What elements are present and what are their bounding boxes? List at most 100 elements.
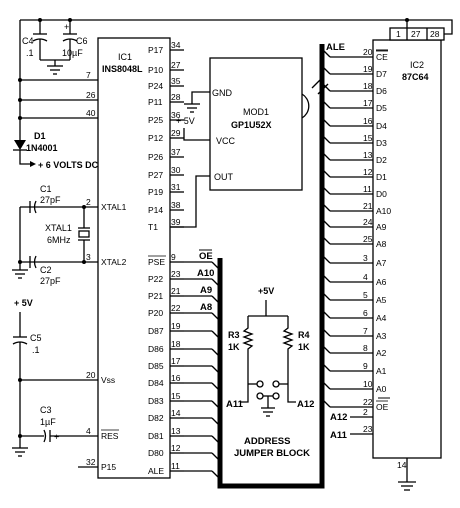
- bus-label-a11: A11: [330, 430, 348, 441]
- ic1-pin-num: 35: [171, 76, 181, 86]
- reset-section: + 5V C5 .1 + C3 1µF: [12, 298, 98, 468]
- c4-value: .1: [26, 48, 34, 58]
- ic1-pin-label: P21: [148, 291, 163, 301]
- bus-entry: [323, 400, 331, 408]
- ic1-pin-label: P19: [148, 187, 163, 197]
- ic1-pin-label: D87: [148, 326, 164, 336]
- bus-entry: [211, 400, 219, 408]
- bus: ALE OE A10 A9 A8 A12 A11: [197, 42, 390, 489]
- ic1-pin-num: 38: [171, 200, 181, 210]
- bus-entry: [211, 382, 219, 390]
- c1-value: 27pF: [40, 195, 61, 205]
- xtal-value: 6MHz: [47, 235, 71, 245]
- jumper-block: +5V R3 1K R4 1K A11 A12 ADDRESS JUMPER B…: [226, 286, 314, 459]
- bus-entry: [323, 364, 331, 372]
- bus-label-ale: ALE: [326, 42, 345, 53]
- c5-value: .1: [32, 345, 40, 355]
- ic1-pin-num: 13: [171, 426, 181, 436]
- left-supply-label: + 5V: [14, 298, 33, 308]
- ic2-pin-num: 8: [363, 343, 368, 353]
- ic2-pin-label: D2: [376, 155, 387, 165]
- jumper-a12-label: A12: [297, 399, 314, 410]
- ic2-pin-num: 4: [363, 272, 368, 282]
- ic2-pin-num: 13: [363, 150, 373, 160]
- c6-ref: C6: [76, 36, 88, 46]
- ic2-pin-label: D1: [376, 172, 387, 182]
- ic1-pin-num: 37: [171, 147, 181, 157]
- ic2-pin-label: D6: [376, 86, 387, 96]
- ic1-pin-num: 27: [171, 60, 181, 70]
- c3-ref: C3: [40, 405, 52, 415]
- ic2-pin-label: A3: [376, 331, 387, 341]
- ic1-pin-label: D83: [148, 396, 164, 406]
- ic1-pin-num: 7: [86, 70, 91, 80]
- xtal-ref: XTAL1: [45, 223, 72, 233]
- clock-section: C1 27pF C2 27pF XTAL1 6MHz: [12, 184, 98, 286]
- ic1-pin-label: D86: [148, 344, 164, 354]
- ic2-pin-num: 21: [363, 201, 373, 211]
- c4-ref: C4: [22, 36, 34, 46]
- d1-part: 1N4001: [26, 143, 58, 153]
- ic1-pin-label: D80: [148, 448, 164, 458]
- ic2-pin-num: 5: [363, 290, 368, 300]
- ic2-pin-label: A7: [376, 258, 387, 268]
- ic2-pin-label: D4: [376, 121, 387, 131]
- mod1-ref: MOD1: [243, 107, 269, 117]
- bus-entry: [323, 346, 331, 354]
- ic2-pin-label: D3: [376, 138, 387, 148]
- ic1-pin-label: D84: [148, 378, 164, 388]
- bus-label-a8: A8: [200, 302, 212, 313]
- ic2-pin-label: A2: [376, 348, 387, 358]
- ic2-pin-num: 20: [363, 47, 373, 57]
- ic1-pin-num: 9: [171, 252, 176, 262]
- ic1-pin-label: XTAL2: [101, 257, 127, 267]
- ic1-pin-label: T1: [148, 222, 158, 232]
- ic1-pin-label: Vss: [101, 375, 115, 385]
- ic2-pin-label: CE: [376, 52, 388, 62]
- ic2-pin-label: D7: [376, 69, 387, 79]
- bus-entry: [211, 435, 219, 443]
- ic1-pin-num: 14: [171, 408, 181, 418]
- ic2-pin-label: D5: [376, 103, 387, 113]
- bus-entry: [323, 311, 331, 319]
- ic1-pin-label: P20: [148, 308, 163, 318]
- ic1-pin-num: 20: [86, 370, 96, 380]
- bus-entry: [323, 170, 331, 178]
- ic1-pin-num: 30: [171, 165, 181, 175]
- ic2-pin-label: OE: [376, 402, 389, 412]
- ic2-pin-num: 7: [363, 326, 368, 336]
- svg-text:+: +: [64, 22, 69, 32]
- ic2-pin-label: A8: [376, 239, 387, 249]
- bus-entry: [323, 382, 331, 390]
- ic1-pin-num: 2: [86, 197, 91, 207]
- bus-entry: [211, 278, 219, 286]
- ic1-pin-num: 34: [171, 40, 181, 50]
- bus-entry: [211, 417, 219, 425]
- ic1-pin-label: PSE: [148, 257, 165, 267]
- ic2-part: 87C64: [402, 72, 429, 82]
- ic2-pin-label: A10: [376, 206, 391, 216]
- ic2-pin-num: 16: [363, 116, 373, 126]
- ic1-pin-label: P22: [148, 274, 163, 284]
- bus-entry: [323, 153, 331, 161]
- ic1-pin-label: XTAL1: [101, 202, 127, 212]
- ic1-pin-label: RES: [101, 431, 119, 441]
- ic1-pin-label: P26: [148, 152, 163, 162]
- ic2-pin-num: 22: [363, 397, 373, 407]
- ic1-pin-num: 3: [86, 252, 91, 262]
- ic1-pin-label: ALE: [148, 466, 164, 476]
- ic1-pin-num: 22: [171, 303, 181, 313]
- ic2-pin-label: A5: [376, 295, 387, 305]
- jumper-supply-label: +5V: [258, 286, 274, 296]
- ic1-right-pins: 34P1727P1035P2428P1136P2529P1237P2630P27…: [148, 40, 219, 478]
- r3-value: 1K: [228, 342, 240, 352]
- ic2-pin-label: A6: [376, 277, 387, 287]
- ic1-pin-label: D82: [148, 413, 164, 423]
- mod1-out-label: OUT: [214, 172, 234, 182]
- r3-ref: R3: [228, 330, 240, 340]
- ic2-pin-num: 2: [363, 407, 368, 417]
- bus-entry: [323, 220, 331, 228]
